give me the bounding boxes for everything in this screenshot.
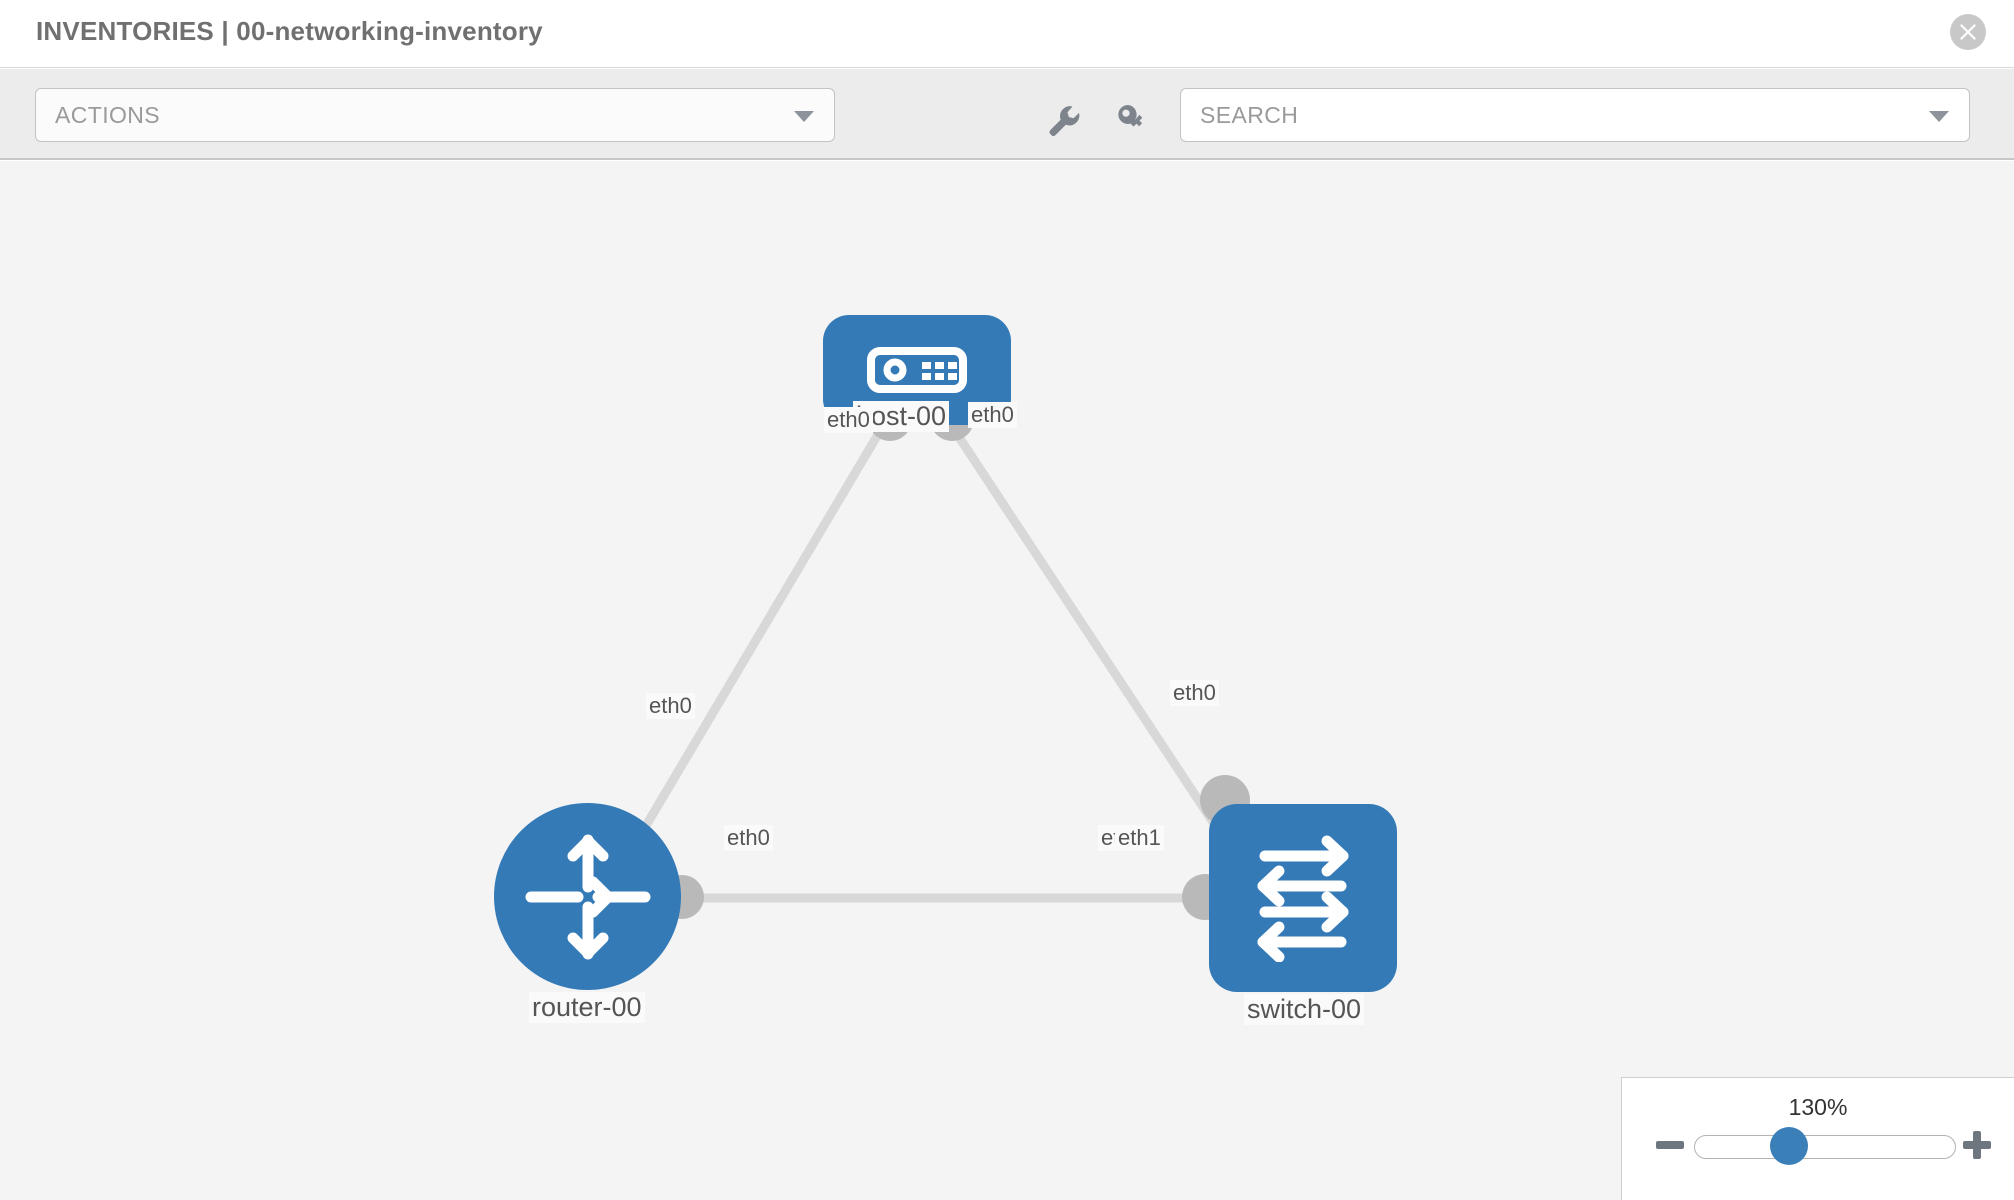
zoom-level-value: 130% [1788,1094,1848,1120]
chevron-down-icon [794,111,814,122]
server-icon [867,347,967,393]
edge-label-switch-up: eth0 [1170,680,1219,706]
actions-dropdown[interactable]: ACTIONS [35,88,835,142]
edge-label-host-right: eth0 [968,402,1017,428]
edge-label-host-left: eth0 [824,407,873,433]
edge-label-router-right: eth0 [724,825,773,851]
page-header: INVENTORIES | 00-networking-inventory [0,0,2014,68]
topology-canvas[interactable]: host-00 router-00 [0,161,2014,1200]
search-input[interactable]: SEARCH [1180,88,1970,142]
topology-node-router-00[interactable]: router-00 [494,803,681,1023]
switch-arrows-icon [1257,835,1349,962]
wrench-icon[interactable] [1042,99,1082,139]
page-title: INVENTORIES | 00-networking-inventory [36,16,543,46]
link-host-switch [951,428,1236,854]
toolbar: ACTIONS SEARCH [0,69,2014,160]
minus-icon[interactable] [1653,1128,1687,1162]
plus-icon[interactable] [1960,1128,1994,1162]
key-icon[interactable] [1112,99,1152,139]
edge-label-router-up: eth0 [646,693,695,719]
node-shape-switch [1209,804,1397,992]
node-label-switch-00: switch-00 [1244,994,1365,1025]
search-input-value: SEARCH [1200,102,1299,128]
zoom-slider-thumb[interactable] [1770,1127,1808,1165]
node-label-router-00: router-00 [529,992,645,1023]
close-icon[interactable] [1950,14,1986,50]
chevron-down-icon[interactable] [1929,111,1949,122]
zoom-slider-track[interactable] [1694,1135,1956,1159]
router-arrows-icon [525,834,651,960]
actions-dropdown-label: ACTIONS [55,102,161,128]
link-host-router [621,428,884,864]
topology-node-switch-00[interactable]: switch-00 [1209,804,1397,1025]
edge-label-switch-left: eth1 [1115,825,1164,851]
zoom-control-panel: 130% [1621,1077,2014,1200]
topology-links [621,428,1236,903]
